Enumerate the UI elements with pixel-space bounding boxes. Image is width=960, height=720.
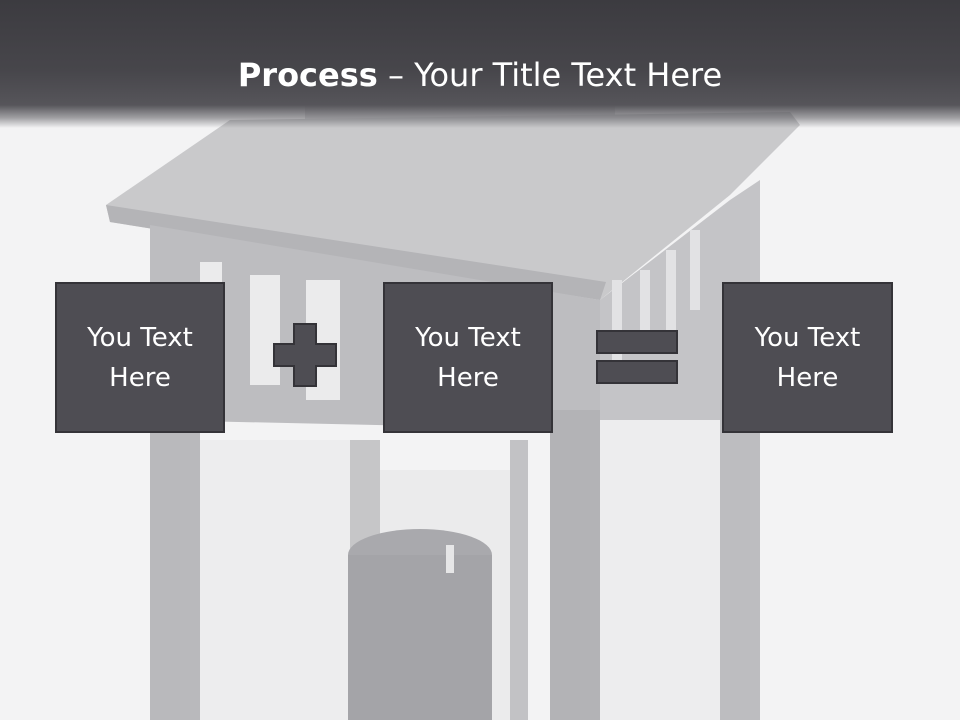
plus-icon[interactable] (272, 322, 338, 388)
process-box-2-text: You Text Here (415, 322, 521, 393)
title-band (0, 0, 960, 128)
process-box-1-text: You Text Here (87, 322, 193, 393)
slide-title-rest: – Your Title Text Here (377, 56, 723, 94)
process-box-2[interactable]: You Text Here (383, 282, 553, 433)
equals-icon[interactable] (596, 330, 678, 384)
slide-title-bold: Process (237, 56, 378, 94)
slide-title[interactable]: Process – Your Title Text Here (0, 50, 960, 100)
process-box-3[interactable]: You Text Here (722, 282, 893, 433)
process-box-3-text: You Text Here (754, 322, 861, 393)
process-box-1[interactable]: You Text Here (55, 282, 225, 433)
